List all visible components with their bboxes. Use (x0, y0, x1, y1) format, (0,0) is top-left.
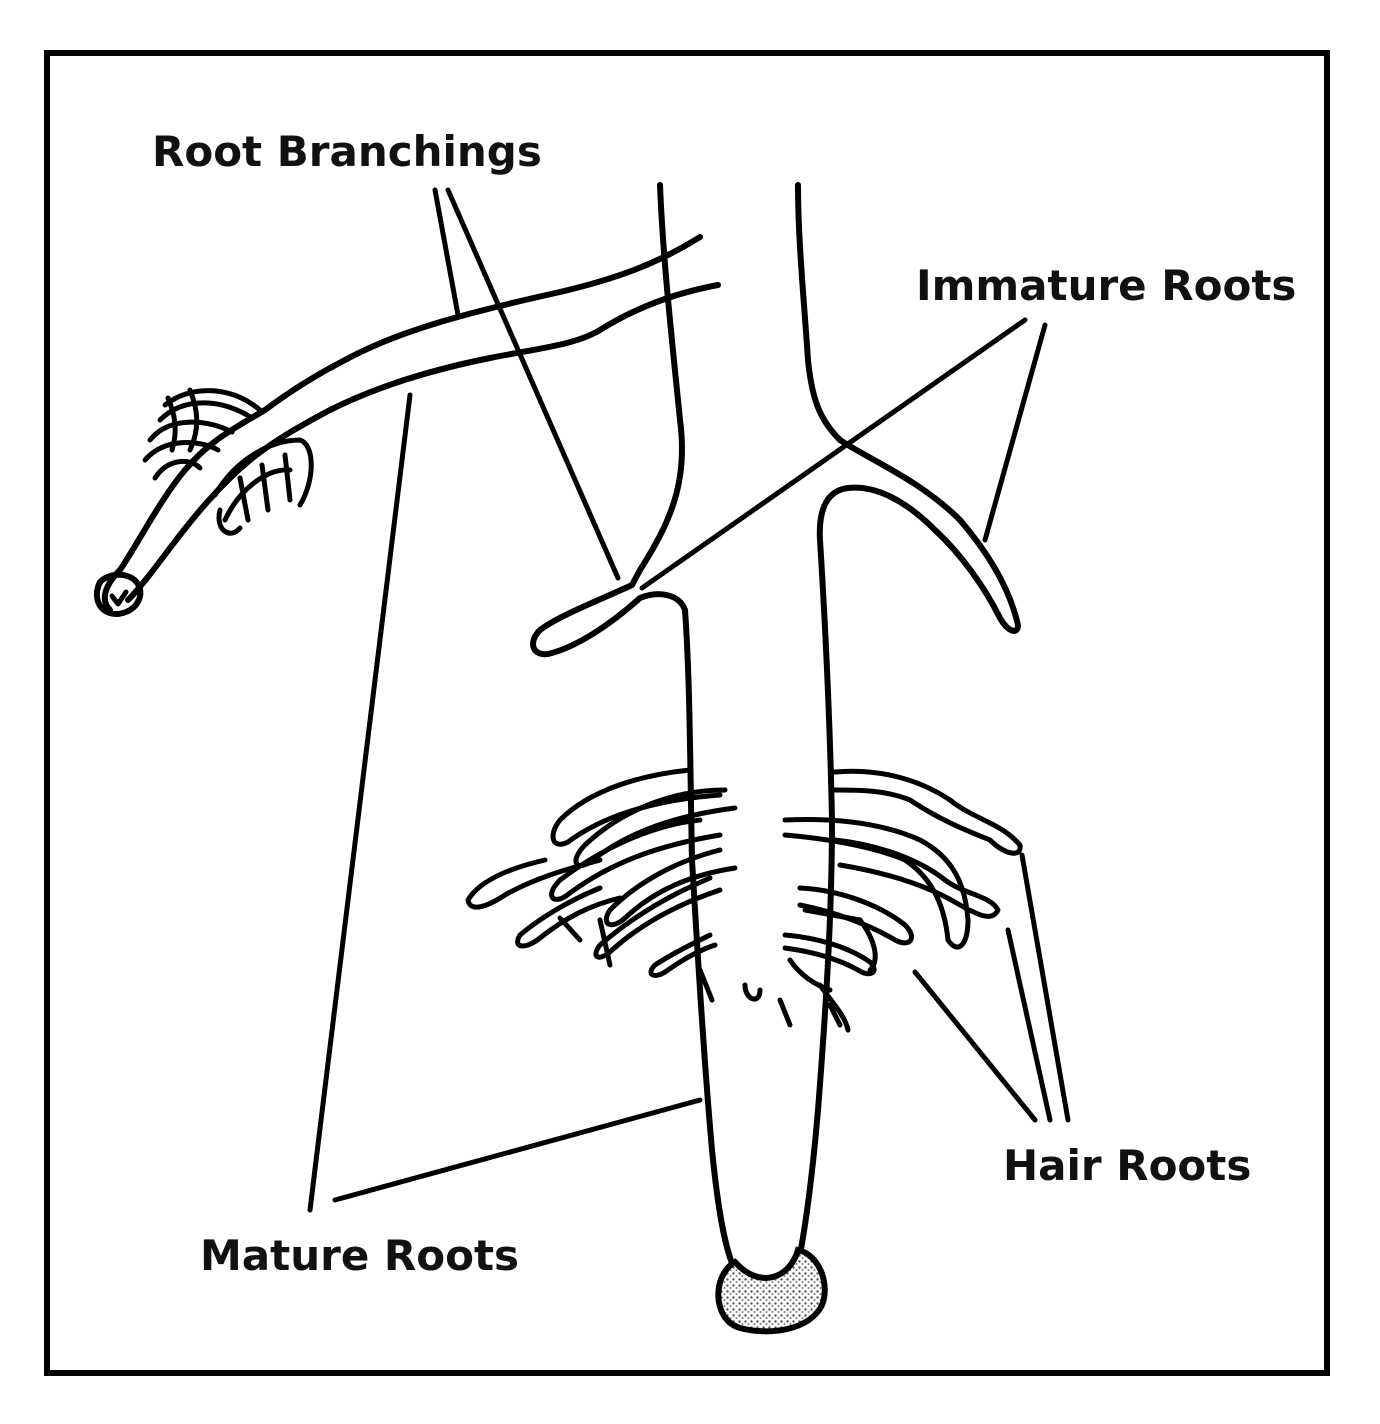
label-root-branchings: Root Branchings (152, 127, 542, 176)
root-cap (715, 1246, 828, 1335)
leader-hair-roots-3 (1019, 852, 1071, 1123)
label-hair-roots: Hair Roots (1003, 1141, 1251, 1190)
hair-roots-left (465, 767, 763, 1003)
label-immature-roots: Immature Roots (916, 261, 1296, 310)
diagram-frame (44, 50, 1330, 1376)
immature-root-right (837, 437, 1021, 634)
label-mature-roots: Mature Roots (200, 1231, 519, 1280)
leader-hair-roots-1 (912, 969, 1038, 1123)
leader-mature-roots-2 (332, 1097, 703, 1203)
leader-root-branchings-1 (432, 187, 461, 318)
immature-root-left (530, 582, 643, 658)
hair-roots-right (777, 768, 1023, 1033)
leader-immature-roots-2 (982, 322, 1048, 543)
leader-hair-roots-2 (1005, 927, 1053, 1123)
leader-mature-roots-1 (307, 392, 413, 1213)
root-branching-lateral (93, 234, 721, 617)
leader-immature-roots-1 (639, 317, 1028, 591)
leader-lines (307, 187, 1071, 1213)
main-root (629, 182, 851, 1335)
leader-root-branchings-2 (445, 187, 621, 581)
